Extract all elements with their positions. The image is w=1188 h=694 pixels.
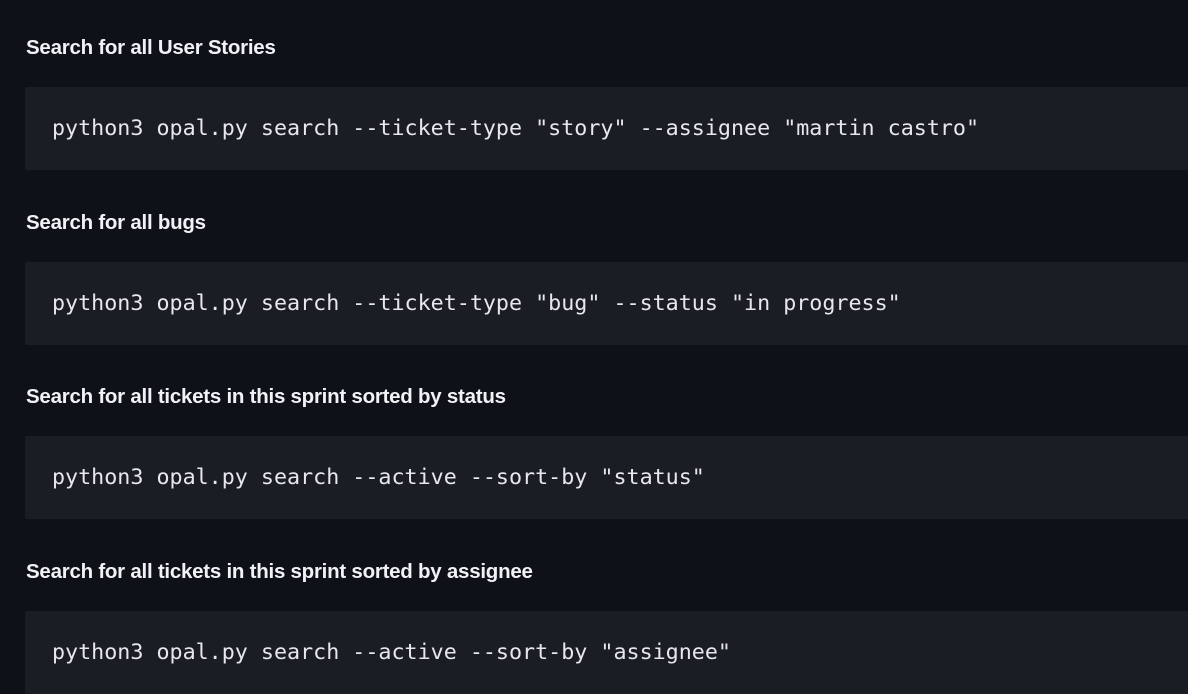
section-user-stories: Search for all User Stories python3 opal… [0, 35, 1188, 210]
section-heading: Search for all User Stories [26, 36, 276, 59]
section-heading: Search for all tickets in this sprint so… [26, 385, 506, 408]
code-command[interactable]: python3 opal.py search --ticket-type "bu… [52, 290, 901, 316]
code-block[interactable]: python3 opal.py search --ticket-type "bu… [25, 262, 1188, 345]
section-heading: Search for all bugs [26, 211, 206, 234]
code-block[interactable]: python3 opal.py search --ticket-type "st… [25, 87, 1188, 170]
section-sprint-by-assignee: Search for all tickets in this sprint so… [0, 559, 1188, 694]
section-sprint-by-status: Search for all tickets in this sprint so… [0, 384, 1188, 559]
code-command[interactable]: python3 opal.py search --active --sort-b… [52, 639, 731, 665]
code-block[interactable]: python3 opal.py search --active --sort-b… [25, 611, 1188, 694]
code-command[interactable]: python3 opal.py search --ticket-type "st… [52, 115, 980, 141]
code-command[interactable]: python3 opal.py search --active --sort-b… [52, 464, 705, 490]
code-block[interactable]: python3 opal.py search --active --sort-b… [25, 436, 1188, 519]
section-heading: Search for all tickets in this sprint so… [26, 560, 533, 583]
section-bugs: Search for all bugs python3 opal.py sear… [0, 210, 1188, 385]
